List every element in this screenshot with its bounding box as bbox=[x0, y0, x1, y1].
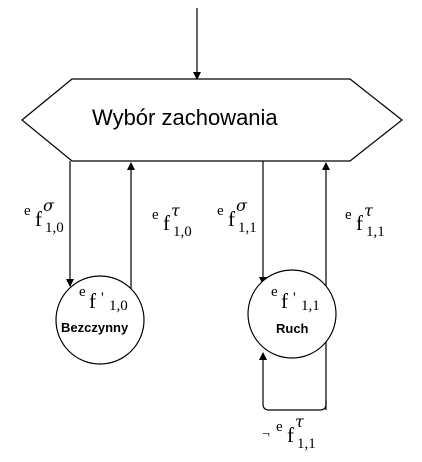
state-idle-name: Bezczynny bbox=[61, 320, 129, 335]
process-label: Wybór zachowania bbox=[92, 105, 278, 130]
self-loop-move bbox=[259, 352, 327, 411]
behavior-selection-hexagon bbox=[21, 78, 403, 162]
state-move-circle bbox=[247, 269, 337, 359]
state-idle-circle bbox=[55, 275, 145, 365]
state-move-name: Ruch bbox=[276, 321, 309, 336]
